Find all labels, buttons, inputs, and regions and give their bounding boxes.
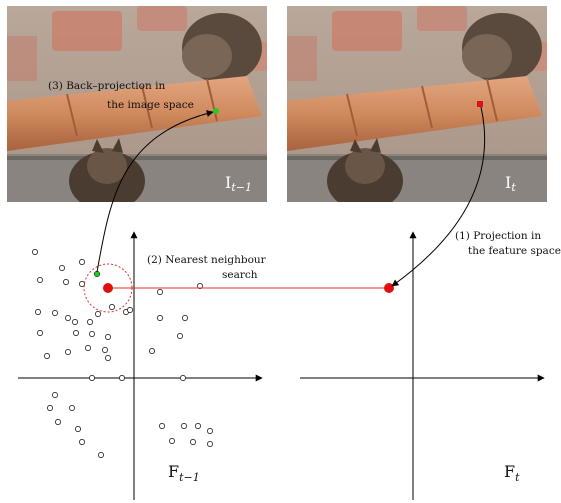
feature-point [55, 419, 61, 425]
back-projection-annotation: (3) Back–projection in the image space [48, 80, 194, 111]
feature-point [105, 355, 111, 361]
feature-point [102, 347, 108, 353]
feature-point [75, 426, 81, 432]
feature-space-previous-axes [18, 231, 263, 500]
projection-annotation: (1) Projection in the feature space [455, 230, 561, 257]
feature-point [47, 405, 53, 411]
feature-point [37, 330, 43, 336]
feature-point [85, 345, 91, 351]
matched-feature-point [93, 270, 101, 278]
feature-point [190, 439, 196, 445]
feature-point [72, 319, 78, 325]
nearest-neighbour-annotation: (2) Nearest neighbour search [147, 254, 269, 281]
feature-point [182, 315, 188, 321]
feature-point [52, 392, 58, 398]
feature-point [52, 310, 58, 316]
image-current-illustration: It [287, 6, 547, 202]
feature-point [65, 349, 71, 355]
feature-point [79, 439, 85, 445]
feature-point [79, 281, 85, 287]
feature-point [197, 283, 203, 289]
feature-point [35, 309, 41, 315]
feature-point [177, 333, 183, 339]
feature-space-current-label: Ft [504, 462, 520, 484]
feature-space-current-axes [300, 231, 545, 500]
feature-point [65, 315, 71, 321]
feature-point [181, 423, 187, 429]
image-current-label: It [505, 173, 516, 194]
feature-point [63, 279, 69, 285]
query-feature-point [384, 283, 394, 293]
feature-point [207, 441, 213, 447]
feature-point [37, 277, 43, 283]
nearest-neighbour-point [103, 283, 113, 293]
feature-space-previous-label: Ft−1 [168, 462, 200, 484]
feature-point [89, 375, 95, 381]
feature-point [157, 289, 163, 295]
current-pixel [477, 101, 483, 107]
feature-point [32, 249, 38, 255]
feature-point [109, 304, 115, 310]
back-projected-pixel [213, 108, 219, 114]
feature-point [95, 311, 101, 317]
projection-arrow [391, 106, 486, 287]
feature-point [69, 405, 75, 411]
feature-point [44, 353, 50, 359]
feature-point [105, 334, 111, 340]
feature-point [157, 315, 163, 321]
feature-point [73, 330, 79, 336]
feature-point [195, 423, 201, 429]
feature-points [32, 249, 213, 458]
feature-point [79, 259, 85, 265]
feature-point [127, 307, 133, 313]
feature-point [89, 331, 95, 337]
feature-point [149, 348, 155, 354]
image-previous-frame: It−1 [7, 6, 267, 202]
feature-point [207, 428, 213, 434]
image-previous-label: It−1 [225, 173, 252, 194]
feature-point [119, 375, 125, 381]
feature-point [169, 438, 175, 444]
feature-point [59, 265, 65, 271]
feature-point [159, 423, 165, 429]
image-current-frame: It [287, 6, 547, 202]
feature-point [98, 452, 104, 458]
feature-point [87, 319, 93, 325]
feature-point [180, 375, 186, 381]
image-previous-illustration: It−1 [7, 6, 267, 202]
back-projection-arrow [96, 110, 214, 273]
